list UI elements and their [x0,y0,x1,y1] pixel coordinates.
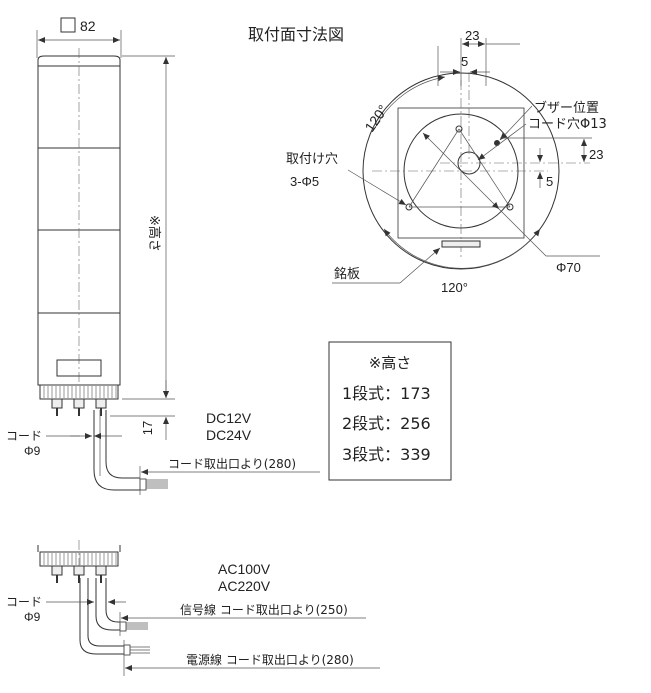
cord-gap-dimension: 17 [140,421,155,435]
mount-hole-top [455,125,463,133]
nameplate-mark [441,240,481,248]
cord-gland-3 [95,398,107,409]
height-table-box [328,341,452,481]
nameplate-window [56,359,102,377]
signal-cord-label: 信号線 コード取出口より(250) [180,602,348,617]
signal-cord-inner [105,578,120,623]
ac-cord-diameter-label: Φ9 [24,610,41,624]
cord-gland-2 [73,398,85,409]
buzzer-label: ブザー位置 [534,100,599,116]
cord-label: コード [6,429,42,443]
voltage-dc12: DC12V [206,410,252,426]
dim-5-side: 5 [546,174,553,189]
height-row-3: 3段式：339 [342,445,431,464]
cord-outline-inner [105,410,140,479]
mounting-title: 取付面寸法図 [248,25,344,44]
cord-wire-ends [146,479,168,489]
height-table-title: ※高さ [369,354,412,372]
power-cord-wires [130,646,150,654]
mount-hole-spec: 3-Φ5 [290,174,319,189]
cord-diameter-label: Φ9 [24,444,41,458]
height-table: ※高さ 1段式：173 2段式：256 3段式：339 [328,341,452,481]
mount-hole-label: 取付け穴 [286,152,338,167]
power-cord-outer [79,578,124,655]
cord-outline-outer [93,410,140,491]
ac-cord-label: コード [6,595,42,609]
height-note-label: ※高さ [146,215,162,252]
ac-cord-gland-1 [51,565,63,576]
cord-gland-1 [51,398,63,409]
square-size-label: 82 [80,18,96,34]
angle-120-bottom: 120° [441,280,468,295]
power-cord-inner [87,578,124,647]
signal-cord-wires [126,622,148,630]
square-symbol-icon [60,17,76,33]
ac-cord-gland-2 [73,565,85,576]
power-cord-label: 電源線 コード取出口より(280) [186,652,354,667]
diameter-phi70: Φ70 [556,260,581,275]
height-row-1: 1段式：173 [342,384,431,403]
ac-cord-gland-3 [95,565,107,576]
dim-23-top: 23 [465,28,479,43]
tower-body [37,55,121,386]
cord-hole-label: コード穴Φ13 [528,117,607,132]
voltage-dc24: DC24V [206,427,252,443]
voltage-ac220: AC220V [218,578,271,594]
buzzer-position-mark [494,140,500,146]
signal-tower-side-view: 82 [6,17,320,495]
ac-version-base-view: コード Φ9 AC100V AC220V 信号線 コード取出口より(250) 電… [6,540,380,676]
height-row-2: 2段式：256 [342,414,431,433]
mounting-surface-diagram: 取付面寸法図 23 5 120° ブザー位置 [248,25,607,295]
voltage-ac100: AC100V [218,561,271,577]
dim-23-side: 23 [589,147,603,162]
nameplate-label: 銘板 [334,267,360,282]
signal-cord-outer [95,578,120,631]
dim-5-top: 5 [461,54,468,69]
cord-length-label: コード取出口より(280) [168,457,296,471]
